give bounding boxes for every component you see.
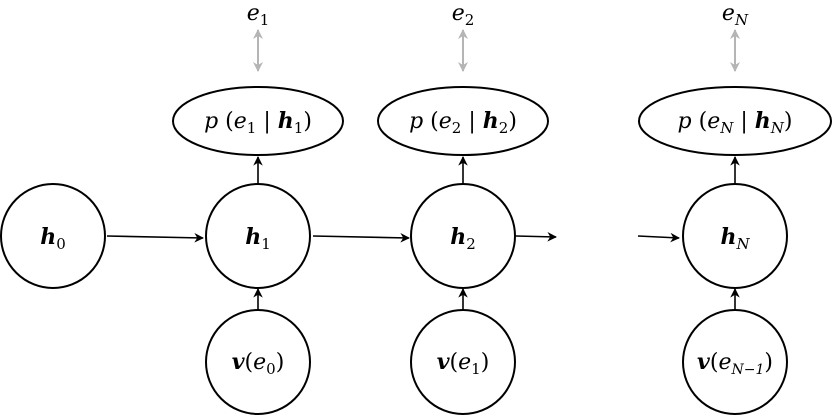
edge-in-hN bbox=[637, 232, 680, 243]
label-h2: h2 bbox=[450, 224, 476, 253]
label-e2: e2 bbox=[452, 1, 475, 29]
edge-h1-h2 bbox=[312, 233, 410, 243]
edge-h0-h1 bbox=[106, 233, 204, 243]
label-pN: p (eN | hN) bbox=[678, 108, 793, 137]
node-hN bbox=[682, 183, 788, 289]
label-vN: v(eN−1) bbox=[697, 349, 773, 378]
prob-node-N bbox=[638, 86, 832, 156]
label-eN: eN bbox=[722, 1, 749, 29]
label-p2: p (e2 | h2) bbox=[409, 108, 517, 137]
node-v1 bbox=[410, 309, 516, 415]
node-h0 bbox=[0, 183, 106, 289]
label-h0: h0 bbox=[40, 224, 66, 253]
label-h1: h1 bbox=[245, 224, 271, 253]
label-e1: e1 bbox=[247, 1, 270, 29]
prob-node-1 bbox=[172, 86, 344, 156]
node-h2 bbox=[410, 183, 516, 289]
node-h1 bbox=[205, 183, 311, 289]
label-v1: v(e1) bbox=[437, 349, 490, 378]
node-vN bbox=[682, 309, 788, 415]
prob-node-2 bbox=[377, 86, 549, 156]
label-hN: hN bbox=[720, 224, 750, 253]
label-v0: v(e0) bbox=[232, 349, 285, 378]
edge-h2-out bbox=[515, 231, 557, 242]
node-v0 bbox=[205, 309, 311, 415]
label-p1: p (e1 | h1) bbox=[204, 108, 312, 137]
